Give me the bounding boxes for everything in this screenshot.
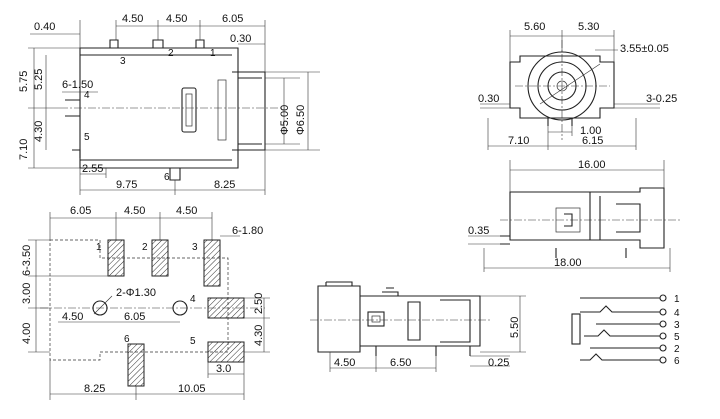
dim-phi-5-00: Φ5.00 [279,105,291,135]
schematic-jack-body [571,313,581,345]
pad-6 [127,343,145,387]
pad-1 [107,239,125,277]
dim-phi-6-50: Φ6.50 [295,105,307,135]
dim-6-15: 6.15 [582,135,603,147]
dim-6-3-50: 6-3.50 [21,245,33,276]
dim-6-1-50: 6-1.50 [62,79,93,91]
dim-2-50: 2.50 [253,293,265,314]
mount-hole-2 [172,300,188,316]
dim-4-30-pcb: 4.30 [253,325,265,346]
dim-8-25: 8.25 [214,179,235,191]
dim-3-55: 3.55±0.05 [620,43,669,55]
pad-3 [203,239,221,287]
schematic-pin-5: 5 [674,332,680,343]
dim-3-0-25: 3-0.25 [646,93,677,105]
dim-7-10-front: 7.10 [508,135,529,147]
pin-label-2: 2 [168,48,174,59]
dim-0-40: 0.40 [34,21,55,33]
front-view: 5.60 5.30 3.55±0.05 0.30 3-0.25 7.10 1.0… [478,21,677,150]
side-view-body [79,47,239,169]
pad-number-3: 3 [192,242,198,253]
schematic-pin-4: 4 [674,308,680,319]
dim-3-0: 3.0 [216,363,231,375]
dim-3-00: 3.00 [21,283,33,304]
rear-view-barrel [317,285,361,353]
dim-5-60: 5.60 [524,21,545,33]
dim-18-00: 18.00 [554,257,582,269]
dim-4-50-pcb-a: 4.50 [124,205,145,217]
pad-number-5: 5 [190,336,196,347]
dim-8-25-pcb: 8.25 [84,383,105,395]
dim-0-30-front: 0.30 [478,93,499,105]
dim-5-75: 5.75 [18,71,30,92]
mount-hole-1 [92,300,108,316]
dim-16-00: 16.00 [578,159,606,171]
pad-4 [207,297,245,319]
pad-number-4: 4 [190,294,196,305]
dim-4-50-pcb-b: 4.50 [176,205,197,217]
dim-1-00: 1.00 [580,125,601,137]
pcb-outline [49,239,229,361]
dim-4-30: 4.30 [33,121,45,142]
dim-5-30: 5.30 [578,21,599,33]
pin-label-6: 6 [164,172,170,183]
dim-0-30: 0.30 [230,33,251,45]
dim-4-50-a: 4.50 [122,13,143,25]
schematic: 1 4 3 5 2 6 [571,294,680,367]
hole-label: 2-Φ1.30 [116,287,156,299]
schematic-pin-6: 6 [674,356,680,367]
pad-number-1: 1 [96,242,102,253]
rear-view-body [360,295,481,347]
dim-4-50-inner: 4.50 [62,311,83,323]
pin-label-5: 5 [84,132,90,143]
dim-9-75: 9.75 [116,179,137,191]
pad-5 [207,341,245,363]
pad-number-2: 2 [142,242,148,253]
pin-3-leg [109,39,119,48]
dim-2-55: 2.55 [82,163,103,175]
schematic-pin-2: 2 [674,344,680,355]
dim-4-00: 4.00 [21,323,33,344]
dim-4-50-b: 4.50 [166,13,187,25]
dim-6-1-80: 6-1.80 [232,225,263,237]
dim-6-05-inner: 6.05 [124,311,145,323]
side-view-barrel [232,71,266,151]
pin-label-1: 1 [210,48,216,59]
schematic-pin-1: 1 [674,294,680,305]
pad-number-6: 6 [124,334,130,345]
dim-5-50: 5.50 [509,317,521,338]
dim-5-25: 5.25 [33,69,45,90]
bottom-view: 16.00 0.35 18.00 [468,159,680,272]
dim-6-50: 6.50 [390,357,411,369]
schematic-pin-3: 3 [674,320,680,331]
dim-7-10: 7.10 [18,139,30,160]
pin-label-3: 3 [120,56,126,67]
dim-0-25: 0.25 [488,357,509,369]
dim-4-50-rear: 4.50 [334,357,355,369]
rear-view: 4.50 6.50 0.25 5.50 [310,281,526,372]
side-view: 0.40 4.50 4.50 6.05 0.30 5.75 5.25 6-1.5… [18,13,320,195]
pcb-layout: 6.05 4.50 4.50 6-1.80 6-3.50 3.00 4.00 2… [21,205,270,400]
dim-6-05-pcb: 6.05 [70,205,91,217]
pin-label-4: 4 [84,90,90,101]
bottom-view-body [509,187,665,249]
dim-10-05: 10.05 [178,383,206,395]
pad-2 [151,239,169,277]
dim-0-35: 0.35 [468,225,489,237]
dim-6-05: 6.05 [222,13,243,25]
